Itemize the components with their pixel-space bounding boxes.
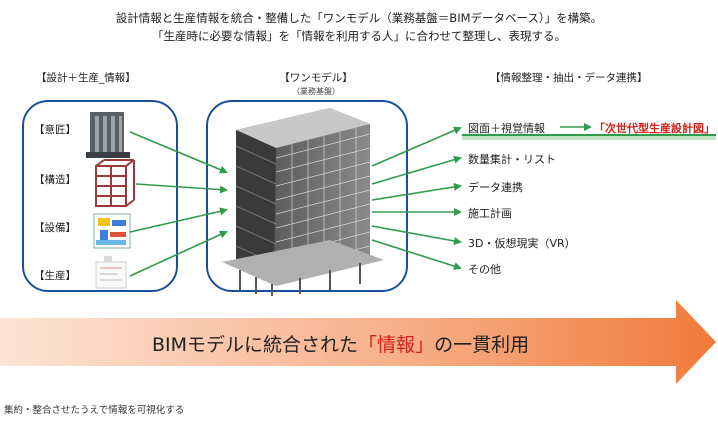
equipment-model-thumbnail <box>93 213 131 249</box>
one-model-building-illustration <box>222 108 384 296</box>
right-section-title: 【情報整理・抽出・データ連携】 <box>490 72 648 84</box>
arrow-to-vr <box>371 225 462 245</box>
structure-model-thumbnail <box>95 159 135 207</box>
output-quantity-list: 数量集計・リスト <box>468 153 556 166</box>
output-3d-vr: 3D・仮想現実（VR） <box>468 237 576 250</box>
footer-caption: 集約・整合させたうえで情報を可視化する <box>4 405 185 416</box>
output-drawings: 図面＋視覚情報 <box>468 122 545 135</box>
arrow-production-to-model <box>129 230 228 277</box>
item-label-equipment: 【設備】 <box>34 222 76 234</box>
output-next-gen-drawing: 「次世代型生産設計図」 <box>594 122 715 135</box>
arrow-to-data-link <box>371 182 462 201</box>
intro-line-1: 設計情報と生産情報を統合・整備した「ワンモデル（業務基盤＝BIMデータベース）」… <box>115 11 603 25</box>
item-label-design: 【意匠】 <box>34 124 76 136</box>
arrow-to-quantity <box>371 155 462 185</box>
item-label-production: 【生産】 <box>34 270 76 282</box>
arrow-design-to-model <box>129 131 228 174</box>
output-data-link: データ連携 <box>468 181 523 194</box>
center-panel-title: 【ワンモデル】 <box>279 72 353 84</box>
banner-highlight: 「情報」 <box>358 334 435 356</box>
banner-suffix: の一貫利用 <box>434 334 530 356</box>
arrow-to-drawings <box>371 126 462 167</box>
banner-text: BIMモデルに統合された「情報」の一貫利用 <box>152 330 529 357</box>
arrow-structure-to-model <box>135 183 228 194</box>
left-panel-title: 【設計＋生産_情報】 <box>36 72 136 84</box>
arrow-equipment-to-model <box>129 207 228 233</box>
banner-arrow <box>0 300 716 384</box>
output-construction-plan: 施工計画 <box>468 207 512 220</box>
arrow-to-others <box>371 239 462 270</box>
intro-line-2: 「生産時に必要な情報」を「情報を利用する人」に合わせて整理し、表現する。 <box>152 29 566 43</box>
banner-prefix: BIMモデルに統合された <box>152 334 359 356</box>
item-label-structure: 【構造】 <box>34 174 76 186</box>
output-others: その他 <box>468 263 501 276</box>
drawings-highlight-bar <box>462 134 716 140</box>
design-model-thumbnail <box>86 112 130 158</box>
center-panel-subtitle: （業務基盤） <box>292 87 340 96</box>
production-model-thumbnail <box>95 256 127 289</box>
